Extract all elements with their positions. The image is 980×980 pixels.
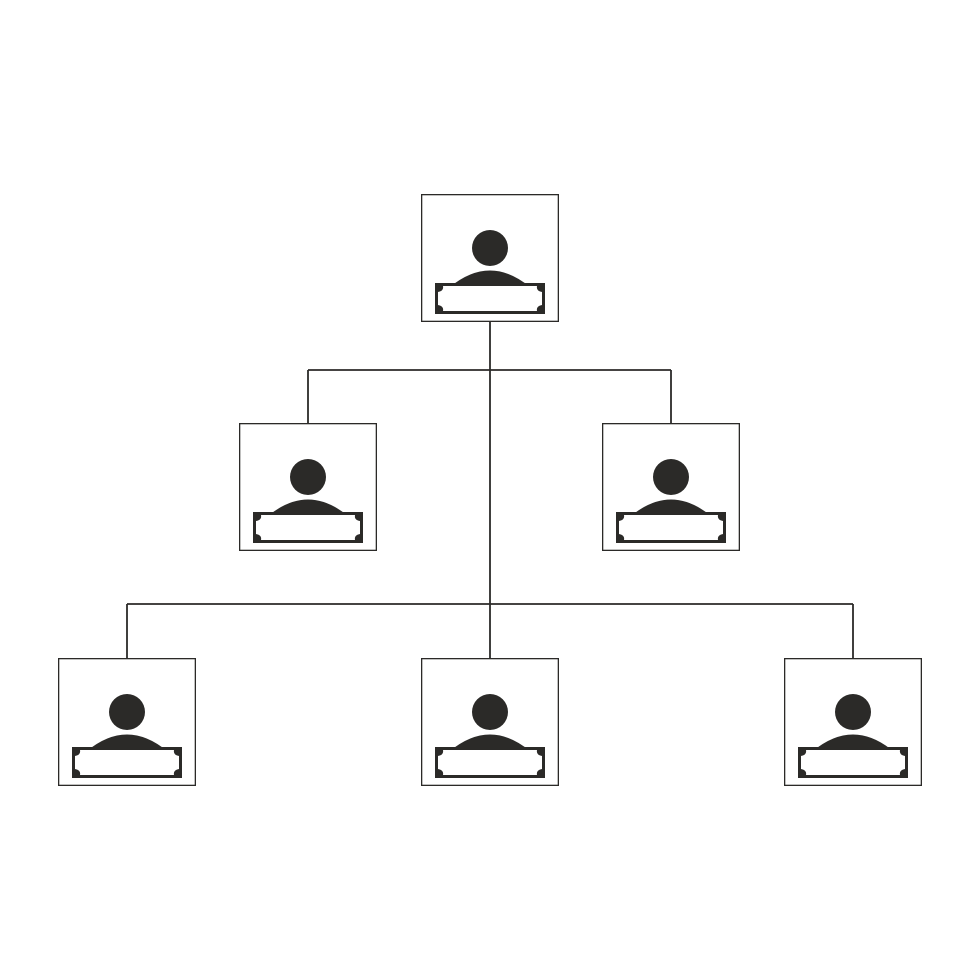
person-icon [602,423,740,551]
person-icon [58,658,196,786]
node-level3-left [58,658,196,786]
node-level2-left [239,423,377,551]
node-level2-right [602,423,740,551]
connectors [126,322,854,658]
person-icon [784,658,922,786]
person-icon [421,658,559,786]
person-icon [421,194,559,322]
node-level3-right [784,658,922,786]
person-icon [239,423,377,551]
node-top [421,194,559,322]
node-level3-center [421,658,559,786]
